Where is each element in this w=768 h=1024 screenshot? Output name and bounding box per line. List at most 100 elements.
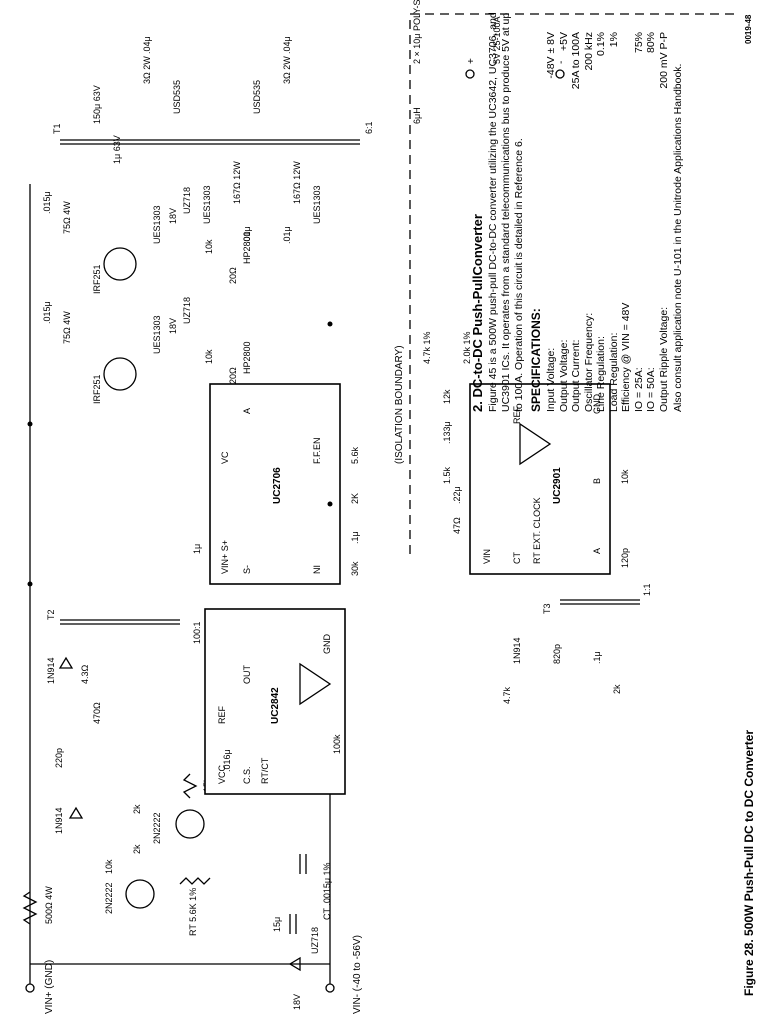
usd1-label: USD535 [172, 80, 182, 114]
c1ud-label: .1μ [592, 651, 602, 664]
spec-value: 0.1% [595, 32, 607, 56]
svg-text:C.S.: C.S. [242, 766, 252, 784]
c220p-label: 220p [54, 748, 64, 768]
hp2-label: HP2800 [242, 231, 252, 264]
spec-label: Output Current: [570, 339, 582, 412]
description-title: 2. DC-to-DC Push-PullConverter [470, 214, 485, 412]
specs-heading: SPECIFICATIONS: [529, 308, 543, 412]
ues4-label: UES1303 [152, 205, 162, 244]
description-paragraph: Figure 45 is a 500W push-pull DC-to-DC c… [487, 12, 525, 412]
c15u-label: 15μ [272, 917, 282, 932]
uz1-label: UZ718 [182, 297, 192, 324]
svg-text:B: B [592, 478, 602, 484]
r15k-resistor [182, 773, 198, 799]
uh6-label: 6μH [412, 107, 422, 124]
out-neg-label: - [556, 61, 567, 64]
r43-label: 4.3Ω [80, 664, 90, 684]
c01b-label: .01μ [282, 226, 292, 244]
svg-text:RT EXT. CLOCK: RT EXT. CLOCK [532, 497, 542, 564]
z18a-label: 18V [168, 318, 178, 334]
c22-label: .22μ [452, 486, 462, 504]
spec-label: IO = 50A: [645, 367, 657, 412]
c04b-label: .04μ [282, 36, 292, 54]
rt-resistor [179, 877, 211, 885]
ues2-label: UES1303 [312, 185, 322, 224]
out-pos-terminal [465, 69, 475, 79]
svg-text:RT/CT: RT/CT [260, 757, 270, 784]
t1-label: T1 [52, 123, 62, 134]
r2kc-label: 2K [350, 493, 360, 504]
svg-text:VCC: VCC [217, 764, 227, 784]
q2n2222b-icon [175, 809, 205, 839]
irf251-b-icon [103, 247, 137, 281]
spec-label: Oscillator Frequency: [582, 312, 595, 412]
d1n914a-label: 1N914 [46, 657, 56, 684]
spec-row: Output Ripple Voltage:200 mV P-P [658, 32, 671, 412]
svg-text:VIN+ S+: VIN+ S+ [220, 540, 230, 574]
r12k-label: 12k [442, 389, 452, 404]
svg-text:A: A [242, 408, 252, 414]
svg-text:CT: CT [512, 552, 522, 564]
figure-id: 0019-48 [744, 14, 753, 44]
spec-row: IO = 50A:80% [645, 32, 658, 412]
r47kb-label: 4.7k [502, 686, 512, 704]
d1n914a-icon [58, 656, 74, 669]
svg-text:OUT: OUT [242, 665, 252, 685]
spec-value: 200 kHz [582, 32, 595, 71]
uc2842-chip [204, 608, 346, 795]
r20k-label: 2.0k 1% [462, 331, 472, 364]
c1ub-label: 1μ [192, 544, 202, 554]
spec-label: Line Regulation: [595, 336, 607, 412]
svg-text:VIN: VIN [482, 549, 492, 564]
c150-label: 150μ 63V [92, 85, 102, 124]
vin-neg-terminal [325, 983, 335, 993]
q2n2222b-label: 2N2222 [152, 812, 162, 844]
r2kb-label: 2k [132, 804, 142, 814]
c01a-label: .01μ [242, 226, 252, 244]
irf251-a-icon [103, 357, 137, 391]
spec-value: -48V ± 8V [545, 32, 557, 79]
svg-text:A: A [592, 548, 602, 554]
svg-text:REF: REF [217, 705, 227, 724]
vin-gnd-terminal [25, 983, 35, 993]
spec-row: IO = 25A:75% [633, 32, 646, 412]
r75a-label: 75Ω 4W [62, 311, 72, 344]
r75b-label: 75Ω 4W [62, 201, 72, 234]
uz718-zener-icon [288, 956, 301, 972]
irf1-label: IRF251 [92, 374, 102, 404]
ues3-label: UES1303 [152, 315, 162, 354]
uc2901-name: UC2901 [552, 467, 563, 504]
spec-row: Oscillator Frequency: 200 kHz [583, 32, 596, 412]
r167a-label: 167Ω 12W [232, 161, 242, 204]
r47-label: 47Ω [452, 517, 462, 534]
svg-text:VC: VC [220, 451, 230, 464]
vin-neg-label: VIN- (-40 to -56V) [352, 935, 363, 1014]
uc2901-erroramp-icon [519, 422, 552, 466]
c1u-label: 1μ 63V [112, 135, 122, 164]
z18b-label: 18V [168, 208, 178, 224]
ues1-label: UES1303 [202, 185, 212, 224]
r500-label: 500Ω 4W [44, 886, 54, 924]
spec-row: Output Voltage:+5V [558, 32, 571, 412]
spec-label: IO = 25A: [632, 367, 645, 412]
uz2-label: UZ718 [182, 187, 192, 214]
r56k-label: 5.6k [350, 446, 360, 464]
irf2-label: IRF251 [92, 264, 102, 294]
r3a-label: 3Ω 2W [142, 56, 152, 84]
svg-text:GND: GND [592, 394, 602, 415]
d1n914b-label: 1N914 [54, 807, 64, 834]
spec-row: Load Regulation:1% [608, 32, 621, 412]
description-panel: 2. DC-to-DC Push-PullConverter Figure 45… [470, 12, 685, 412]
t1-ratio: 6:1 [364, 121, 374, 134]
spec-value: 25A to 100A [570, 32, 582, 90]
q2n2222a-icon [125, 879, 155, 909]
spec-value [620, 32, 633, 163]
d1n914c-label: 1N914 [512, 637, 522, 664]
q2n2222a-label: 2N2222 [104, 882, 114, 914]
svg-text:GND: GND [322, 634, 332, 655]
uc2842-erroramp-icon [299, 662, 332, 706]
c820p-label: 820p [552, 644, 562, 664]
t3-label: T3 [542, 603, 552, 614]
